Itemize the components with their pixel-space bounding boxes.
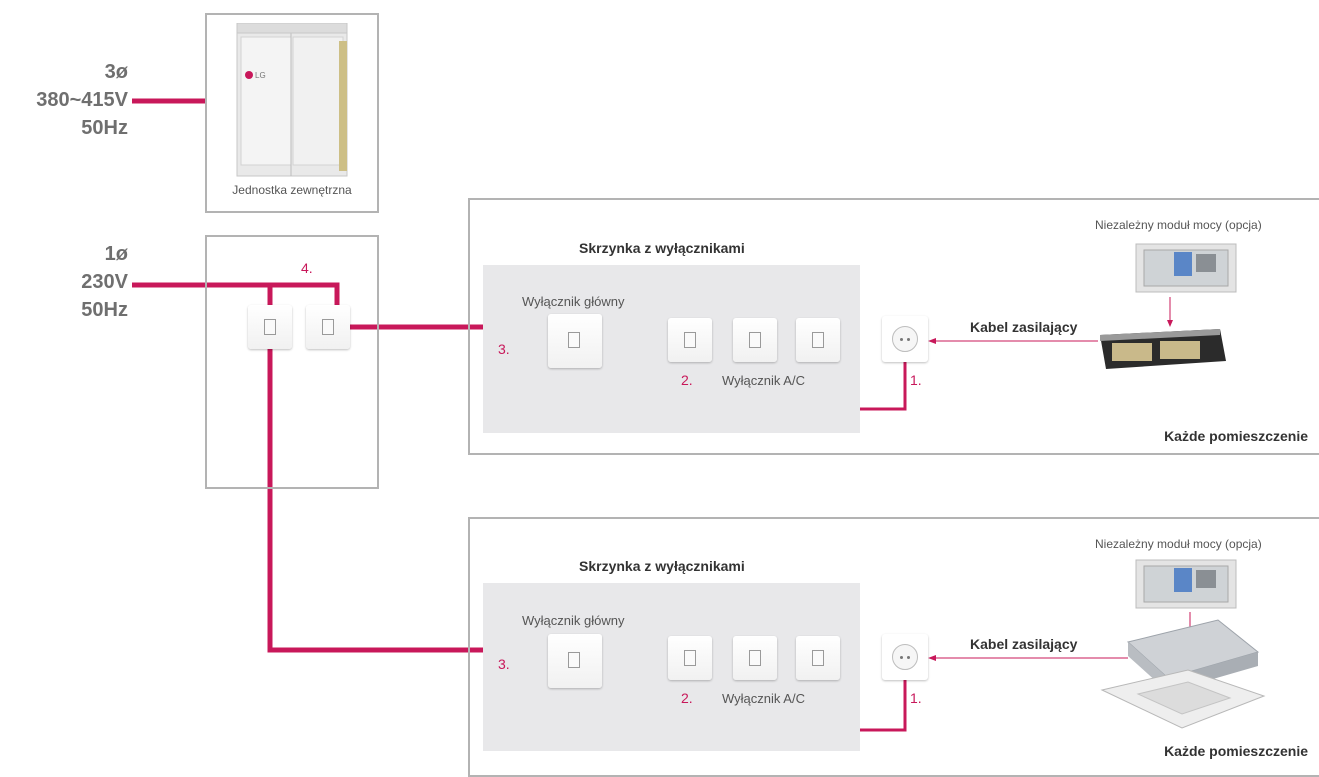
brand-logo-text: LG (255, 71, 266, 80)
phase-text: 3ø (104, 61, 128, 83)
power-module-image (1135, 559, 1237, 609)
ac-breaker-switch-3 (796, 318, 840, 362)
ac-breaker-number: 2. (681, 372, 693, 388)
socket-outlet (882, 316, 928, 362)
ac-breaker-switch-3 (796, 636, 840, 680)
three-phase-supply-label: 3ø 380~415V 50Hz (8, 58, 128, 142)
power-module-label: Niezależny moduł mocy (opcja) (1095, 218, 1262, 232)
ac-breaker-switch-1 (668, 636, 712, 680)
main-breaker-number: 3. (498, 341, 510, 357)
power-cable-label: Kabel zasilający (970, 319, 1078, 335)
switch-icon (264, 319, 276, 335)
ac-breaker-switch-2 (733, 636, 777, 680)
switch-icon (749, 650, 761, 666)
single-phase-supply-label: 1ø 230V 50Hz (8, 240, 128, 324)
main-breaker-number: 3. (498, 656, 510, 672)
cassette-unit-image (1100, 619, 1266, 729)
switch-icon (749, 332, 761, 348)
switch-icon (568, 332, 580, 348)
main-breaker-label: Wyłącznik główny (522, 294, 625, 309)
outdoor-unit-label: Jednostka zewnętrzna (232, 183, 352, 197)
frequency-text: 50Hz (81, 299, 128, 321)
panel-switch-right (306, 305, 350, 349)
main-breaker-switch (548, 634, 602, 688)
ac-breaker-switch-1 (668, 318, 712, 362)
room-label: Każde pomieszczenie (1164, 743, 1308, 759)
voltage-text: 230V (81, 271, 128, 293)
socket-number: 1. (910, 690, 922, 706)
power-module-image (1135, 243, 1237, 293)
breaker-box-title: Skrzynka z wyłącznikami (579, 240, 745, 256)
outdoor-unit-image: LG (236, 23, 348, 177)
voltage-text: 380~415V (36, 89, 128, 111)
main-distribution-frame (205, 235, 379, 489)
switch-icon (684, 650, 696, 666)
ac-breaker-label: Wyłącznik A/C (722, 373, 805, 388)
power-module-label: Niezależny moduł mocy (opcja) (1095, 537, 1262, 551)
room-label: Każde pomieszczenie (1164, 428, 1308, 444)
ac-breaker-number: 2. (681, 690, 693, 706)
socket-icon (892, 644, 918, 670)
feed-wire-room-2 (267, 340, 566, 653)
outdoor-unit-frame: LG Jednostka zewnętrzna (205, 13, 379, 213)
ac-breaker-switch-2 (733, 318, 777, 362)
switch-icon (322, 319, 334, 335)
switch-icon (812, 332, 824, 348)
socket-outlet (882, 634, 928, 680)
socket-number: 1. (910, 372, 922, 388)
phase-text: 1ø (104, 243, 128, 265)
power-cable-label: Kabel zasilający (970, 636, 1078, 652)
switch-icon (812, 650, 824, 666)
switch-icon (568, 652, 580, 668)
breaker-box-title: Skrzynka z wyłącznikami (579, 558, 745, 574)
switch-icon (684, 332, 696, 348)
frequency-text: 50Hz (81, 117, 128, 139)
main-breaker-label: Wyłącznik główny (522, 613, 625, 628)
duct-unit-image (1100, 329, 1226, 369)
panel-switch-left (248, 305, 292, 349)
room-1-frame (468, 198, 1319, 455)
socket-icon (892, 326, 918, 352)
main-breaker-switch (548, 314, 602, 368)
ac-breaker-label: Wyłącznik A/C (722, 691, 805, 706)
main-panel-number: 4. (301, 260, 313, 276)
